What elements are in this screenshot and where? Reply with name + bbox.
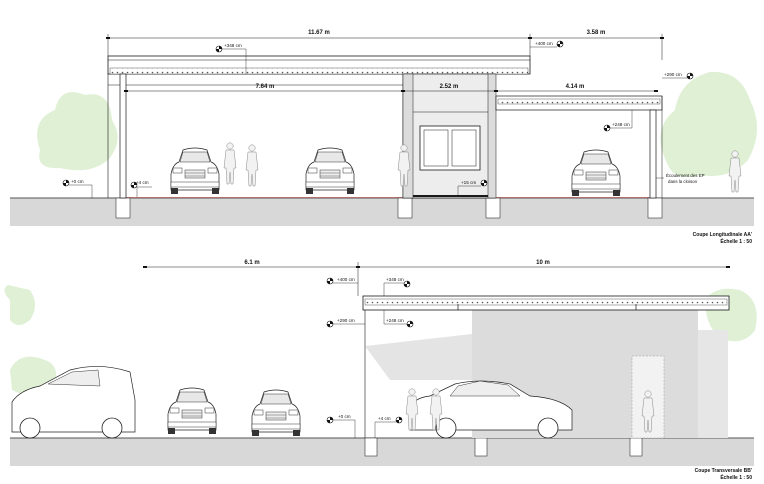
section-bb: 6.1 m 10 m +400 cm +348 cm +290 cm +248 … <box>4 260 757 481</box>
dim-shed: 4.14 m <box>566 84 585 90</box>
car-side-right <box>409 380 573 439</box>
dim-total-left: 11.67 m <box>308 30 330 36</box>
level-low-roof-bb: +290 cm <box>337 318 355 323</box>
dimension-ticks-aa <box>106 37 664 92</box>
caption-scale-bb: Échelle 1 : 50 <box>720 473 752 481</box>
level-roof-aa: +348 cm <box>224 43 242 48</box>
room-window <box>419 125 481 171</box>
tree-right-aa <box>660 71 758 178</box>
dim-total-right: 3.58 m <box>587 30 606 36</box>
person-1 <box>223 142 237 185</box>
dim-room: 2.52 m <box>440 84 459 90</box>
caption-title-aa: Coupe Longitudinale AA' <box>693 232 752 238</box>
eave-shadow <box>365 334 472 380</box>
ground-soil-bb <box>10 438 754 466</box>
ground-soil-aa <box>10 198 754 226</box>
caption-scale-aa: Échelle 1 : 50 <box>720 237 752 245</box>
tree-left-bb <box>4 285 35 325</box>
level-low-roof-aa: +290 cm <box>664 72 682 77</box>
note-drainage-line-1: Écoulement des EP <box>666 173 705 178</box>
car-2 <box>305 147 355 195</box>
post-right <box>649 109 657 199</box>
level-ground-aa: +0 cm <box>71 179 84 184</box>
car-front-bb-1 <box>167 387 217 435</box>
footing <box>647 197 663 219</box>
level-ground-bb: +0 cm <box>338 414 351 419</box>
post-left <box>119 73 127 199</box>
level-top-bb: +400 cm <box>337 277 355 282</box>
annex-volume-bb <box>698 330 728 438</box>
room-wall-right <box>487 73 497 199</box>
dimension-lines-bb <box>145 262 728 296</box>
note-drainage-line-2: dans la cloison <box>668 179 698 184</box>
level-floor-aa: +15 cm <box>461 180 476 185</box>
car-3 <box>571 149 621 197</box>
footing <box>115 197 131 219</box>
person-2 <box>245 144 259 187</box>
tree-left-aa <box>37 92 118 171</box>
level-top-aa: +400 cm <box>535 41 553 46</box>
section-aa: 11.67 m 3.58 m 7.64 m 2.52 m 4.14 m +348… <box>10 30 758 245</box>
dim-carport: 7.64 m <box>256 84 275 90</box>
level-shed-roof-aa: +248 cm <box>612 122 630 127</box>
dim-left-bb: 6.1 m <box>244 260 259 266</box>
car-front-bb-2 <box>251 389 301 437</box>
level-step-bb: +4 cm <box>378 416 391 421</box>
car-1 <box>170 147 220 195</box>
car-side-left <box>11 366 136 439</box>
footing <box>485 197 501 219</box>
room-wall-left <box>402 73 414 199</box>
level-roof-bb: +348 cm <box>386 277 404 282</box>
level-step-aa: +4 cm <box>136 180 149 185</box>
level-eave-bb: +248 cm <box>386 318 404 323</box>
roof-insulation <box>109 67 529 75</box>
footing <box>397 197 413 219</box>
caption-title-bb: Coupe Transversale BB' <box>695 468 752 474</box>
dim-right-bb: 10 m <box>536 260 550 266</box>
